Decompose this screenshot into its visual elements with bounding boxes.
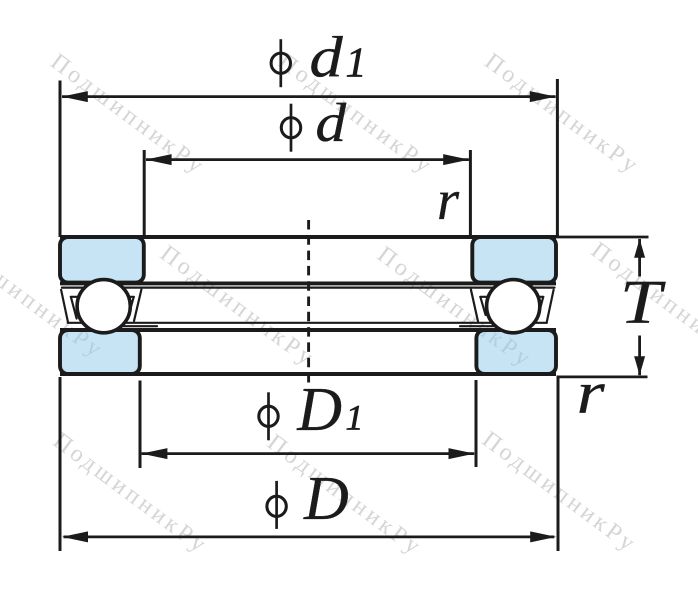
svg-text:r: r: [437, 169, 460, 232]
svg-text:d: d: [315, 92, 347, 153]
svg-text:1: 1: [346, 398, 364, 438]
svg-text:D: D: [296, 376, 342, 444]
svg-text:D: D: [303, 465, 349, 533]
svg-text:T: T: [620, 268, 667, 337]
svg-text:r: r: [577, 360, 605, 426]
svg-text:d: d: [309, 25, 343, 90]
svg-text:1: 1: [346, 41, 367, 87]
